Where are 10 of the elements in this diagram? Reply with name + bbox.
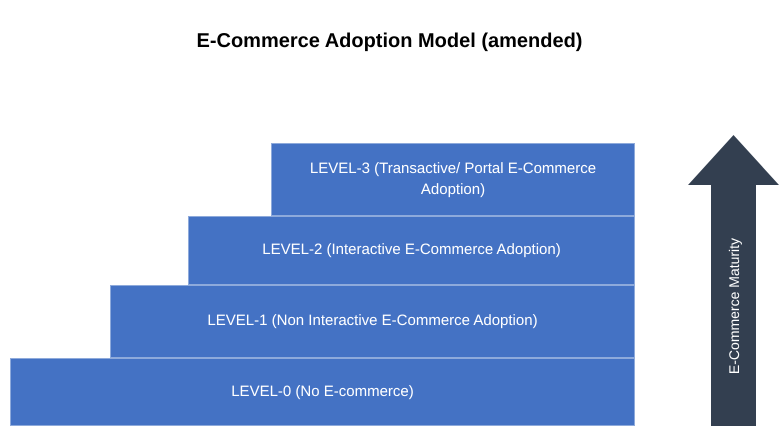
step-label: LEVEL-1 (Non Interactive E-Commerce Adoption)	[206, 311, 539, 332]
level-step	[10, 358, 635, 426]
level-step	[110, 285, 635, 358]
arrow-label: E-Commerce Maturity	[726, 237, 742, 374]
level-step	[188, 216, 635, 285]
step-label: LEVEL-0 (No E-commerce)	[230, 382, 415, 402]
step-label: LEVEL-3 (Transactive/ Portal E-Commerce Adoption)	[308, 159, 598, 200]
step-label: LEVEL-2 (Interactive E-Commerce Adoption)	[261, 240, 562, 260]
level-step	[271, 143, 635, 216]
diagram-title: E-Commerce Adoption Model (amended)	[196, 30, 584, 53]
